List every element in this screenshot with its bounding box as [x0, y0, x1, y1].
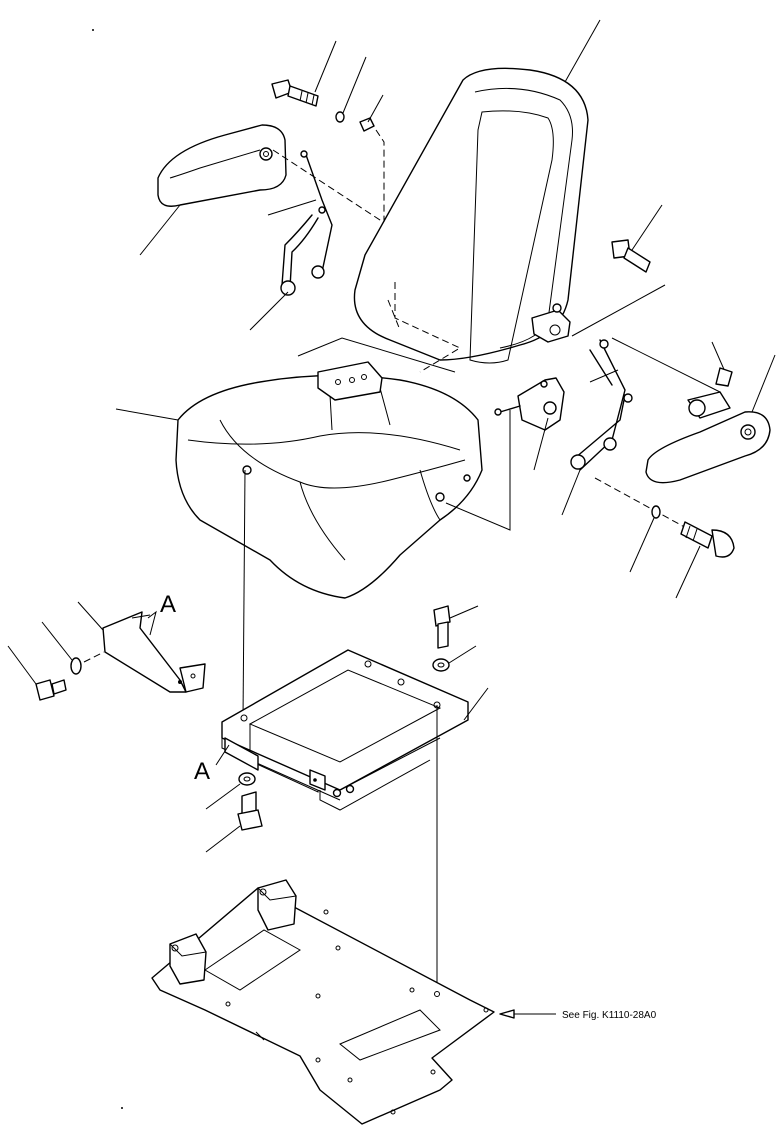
pivot-block-right: [531, 303, 571, 343]
link-bar-right: [570, 339, 633, 471]
detail-label-a-bottom: A: [194, 758, 210, 785]
hinge-bracket-right: [494, 377, 565, 431]
pin-right: [715, 367, 733, 387]
link-bar-left: [280, 150, 333, 296]
armrest-right: [645, 391, 771, 484]
washer-upper-left: [335, 111, 345, 123]
washer-frame: [238, 772, 256, 786]
bolt-bracket: [35, 679, 67, 701]
washer-bracket: [70, 657, 82, 675]
bolt-upper-right: [611, 239, 651, 273]
bolt-frame-bottom: [237, 791, 263, 831]
nut-frame: [432, 658, 450, 672]
seat-bracket-a: [102, 611, 206, 693]
reference-note: See Fig. K1110-28A0: [562, 1010, 657, 1021]
bolt-lower-right: [680, 521, 735, 558]
seat-frame: [221, 649, 469, 811]
detail-label-a-top: A: [160, 591, 176, 618]
bolt-upper-left: [271, 79, 319, 107]
bolt-frame-top: [433, 605, 451, 649]
base-plate: [151, 879, 495, 1125]
pin-upper-left: [359, 117, 375, 132]
armrest-left: [157, 124, 287, 207]
washer-lower-right: [651, 505, 661, 519]
seat-cushion: [175, 337, 483, 599]
